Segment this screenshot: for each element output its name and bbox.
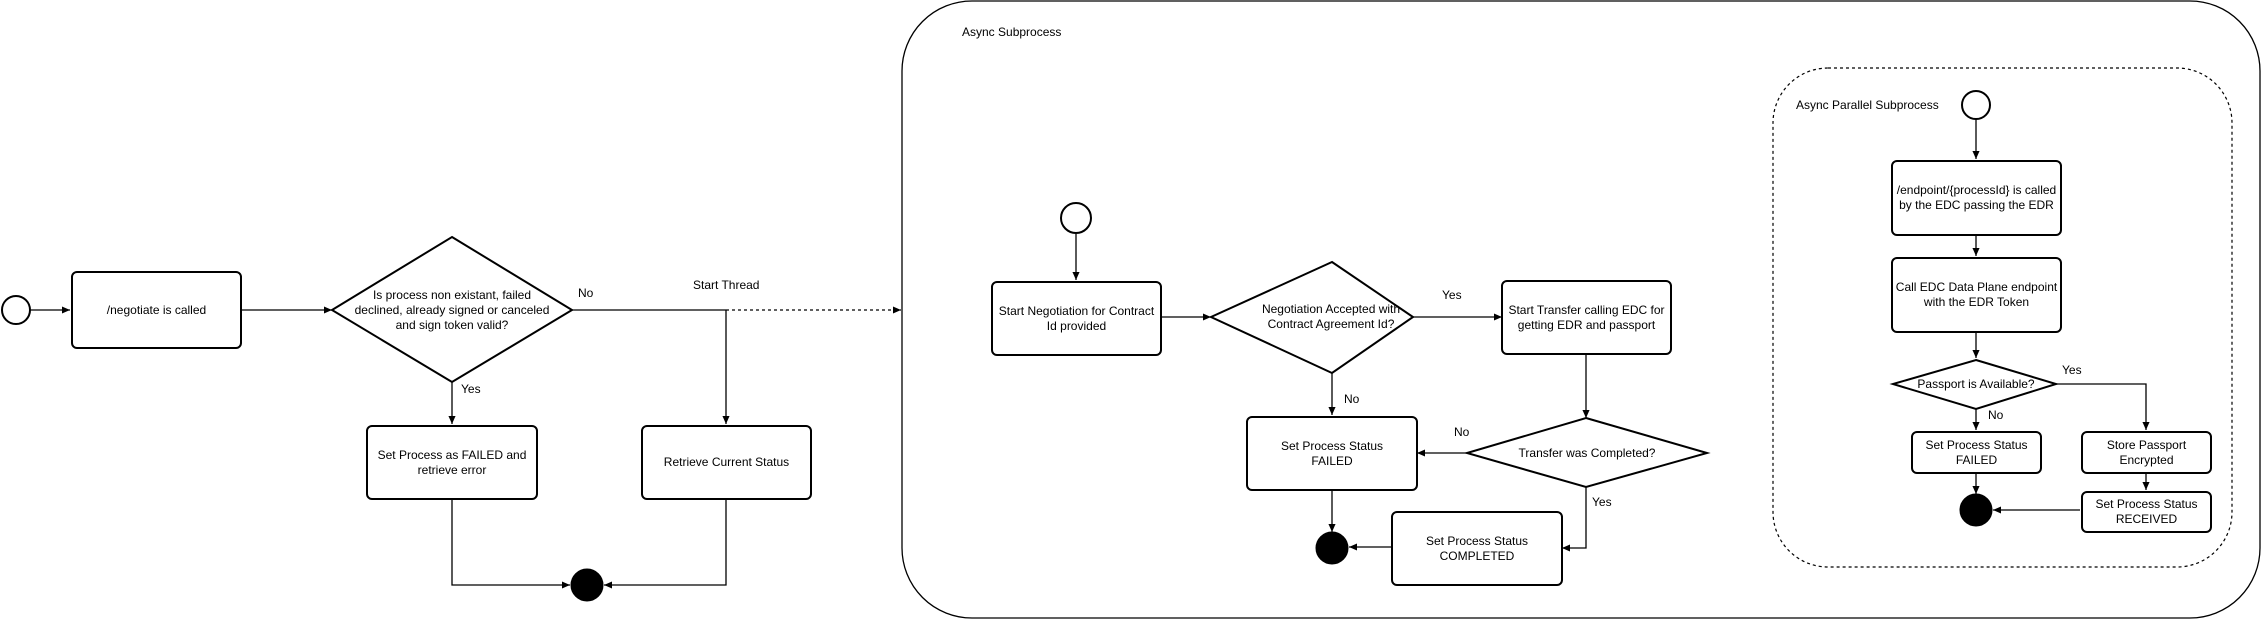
negotiate-called-label: /negotiate is called xyxy=(106,302,207,317)
edge-label-no-1: No xyxy=(578,286,594,300)
passport-available-label: Passport is Available? xyxy=(1917,376,2035,391)
call-dataplane-box xyxy=(1891,257,2062,333)
transfer-completed-label: Transfer was Completed? xyxy=(1518,445,1656,460)
set-status-received-label: Set Process Status RECEIVED xyxy=(2095,497,2198,526)
async-parallel-subprocess-container xyxy=(1772,67,2233,568)
edge-passport-yes-to-store xyxy=(2056,383,2150,430)
set-status-completed-label: Set Process Status COMPLETED xyxy=(1425,533,1529,563)
edge-label-no-4: No xyxy=(1988,408,2004,422)
set-status-failed-box xyxy=(1246,416,1418,491)
endpoint-called-label: /endpoint/{processId} is called by the E… xyxy=(1896,183,2057,212)
edge-retrieve-to-end xyxy=(604,499,727,589)
edge-label-start-thread: Start Thread xyxy=(693,278,760,292)
negotiate-called-box xyxy=(71,271,242,349)
set-status-completed-box xyxy=(1391,511,1563,586)
edge-label-no-2: No xyxy=(1344,392,1360,406)
negotiation-accepted-label: Negotiation Accepted with Contract Agree… xyxy=(1261,302,1401,331)
edge-completed-check-yes-to-completed xyxy=(1562,487,1587,552)
end-node xyxy=(570,568,604,602)
async-end-node xyxy=(1315,531,1349,565)
start-transfer-box xyxy=(1501,280,1672,355)
async-parallel-subprocess-title: Async Parallel Subprocess xyxy=(1796,98,1939,112)
start-negotiation-box xyxy=(991,281,1162,356)
edge-label-no-3: No xyxy=(1454,425,1470,439)
edge-label-yes-4: Yes xyxy=(2062,363,2082,377)
negotiation-accepted-diamond xyxy=(1208,260,1415,375)
retrieve-status-label: Retrieve Current Status xyxy=(663,455,790,469)
store-passport-box xyxy=(2081,431,2212,474)
parallel-end-node xyxy=(1959,493,1993,527)
set-status-failed2-box xyxy=(1911,431,2042,474)
edge-label-yes-3: Yes xyxy=(1592,495,1612,509)
process-check-label: Is process non existant, failed declined… xyxy=(354,287,550,332)
edge-label-yes-1: Yes xyxy=(461,382,481,396)
start-negotiation-label: Start Negotiation for Contract Id provid… xyxy=(998,303,1155,333)
async-subprocess-container xyxy=(901,0,2261,619)
set-failed-error-label: Set Process as FAILED and retrieve error xyxy=(377,447,527,477)
async-start-node xyxy=(1060,202,1092,234)
start-transfer-label: Start Transfer calling EDC for getting E… xyxy=(1508,302,1665,332)
set-status-failed-label: Set Process Status FAILED xyxy=(1280,438,1384,468)
edge-failed-to-end xyxy=(451,499,570,589)
process-check-diamond xyxy=(330,235,574,384)
edge-label-yes-2: Yes xyxy=(1442,288,1462,302)
store-passport-label: Store Passport Encrypted xyxy=(2106,437,2187,467)
parallel-start-node xyxy=(1961,90,1991,120)
passport-available-diamond xyxy=(1889,358,2060,411)
endpoint-called-box xyxy=(1891,160,2062,236)
start-node xyxy=(1,295,31,325)
async-subprocess-title: Async Subprocess xyxy=(962,25,1062,39)
retrieve-status-box xyxy=(641,425,812,500)
set-status-received-box xyxy=(2081,491,2212,533)
set-failed-error-box xyxy=(366,425,538,500)
call-dataplane-label: Call EDC Data Plane endpoint with the ED… xyxy=(1895,280,2058,309)
set-status-failed2-label: Set Process Status FAILED xyxy=(1925,437,2028,467)
transfer-completed-diamond xyxy=(1463,416,1711,489)
